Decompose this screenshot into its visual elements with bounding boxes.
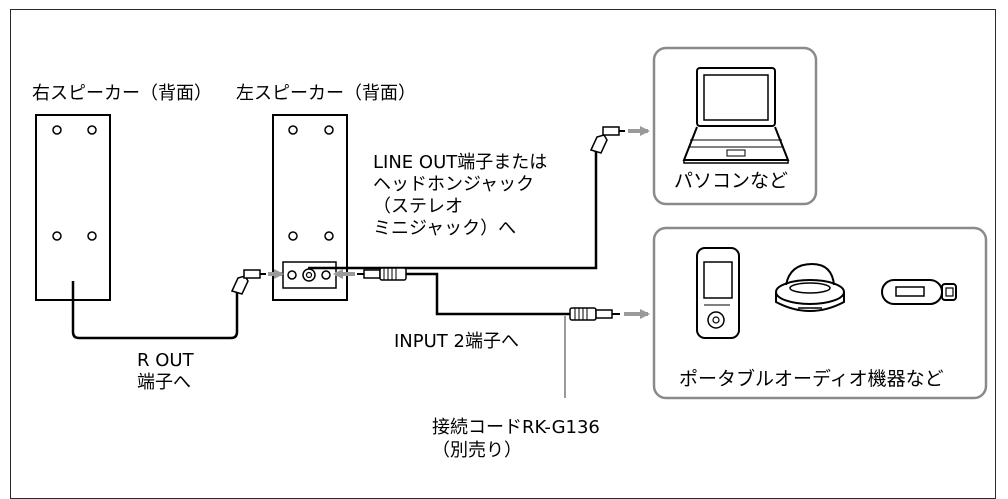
right-speaker-label: 右スピーカー（背面） — [32, 83, 212, 104]
left-speaker-label: 左スピーカー（背面） — [236, 83, 416, 104]
jack-panel — [282, 261, 337, 289]
input2-cable — [406, 272, 572, 316]
line-out-label: LINE OUT端子または ヘッドホンジャック （ステレオ ミニジャック）へ — [373, 152, 548, 239]
r-out-cable — [71, 281, 239, 340]
right-speaker — [35, 114, 111, 301]
input2-label: INPUT 2端子へ — [394, 331, 519, 352]
cable-label: 接続コードRK-G136 （別売り） — [432, 417, 600, 461]
portable-player-icon — [696, 247, 740, 339]
stereo-mini-plug-icon — [230, 269, 266, 295]
laptop-icon — [682, 67, 790, 164]
r-out-label: R OUT 端子へ — [137, 350, 194, 393]
stereo-mini-plug-icon — [357, 267, 407, 281]
stereo-mini-plug-icon — [569, 307, 620, 321]
connection-diagram — [35, 46, 988, 400]
r-out-jack — [287, 270, 297, 280]
speaker-dock-icon — [775, 262, 845, 312]
input2-jack — [321, 270, 331, 280]
stereo-mini-plug-icon — [589, 126, 625, 154]
pc-label: パソコンなど — [674, 170, 789, 192]
portable-label: ポータブルオーディオ機器など — [679, 368, 944, 390]
usb-player-icon — [881, 279, 957, 305]
portable-box — [652, 226, 988, 400]
